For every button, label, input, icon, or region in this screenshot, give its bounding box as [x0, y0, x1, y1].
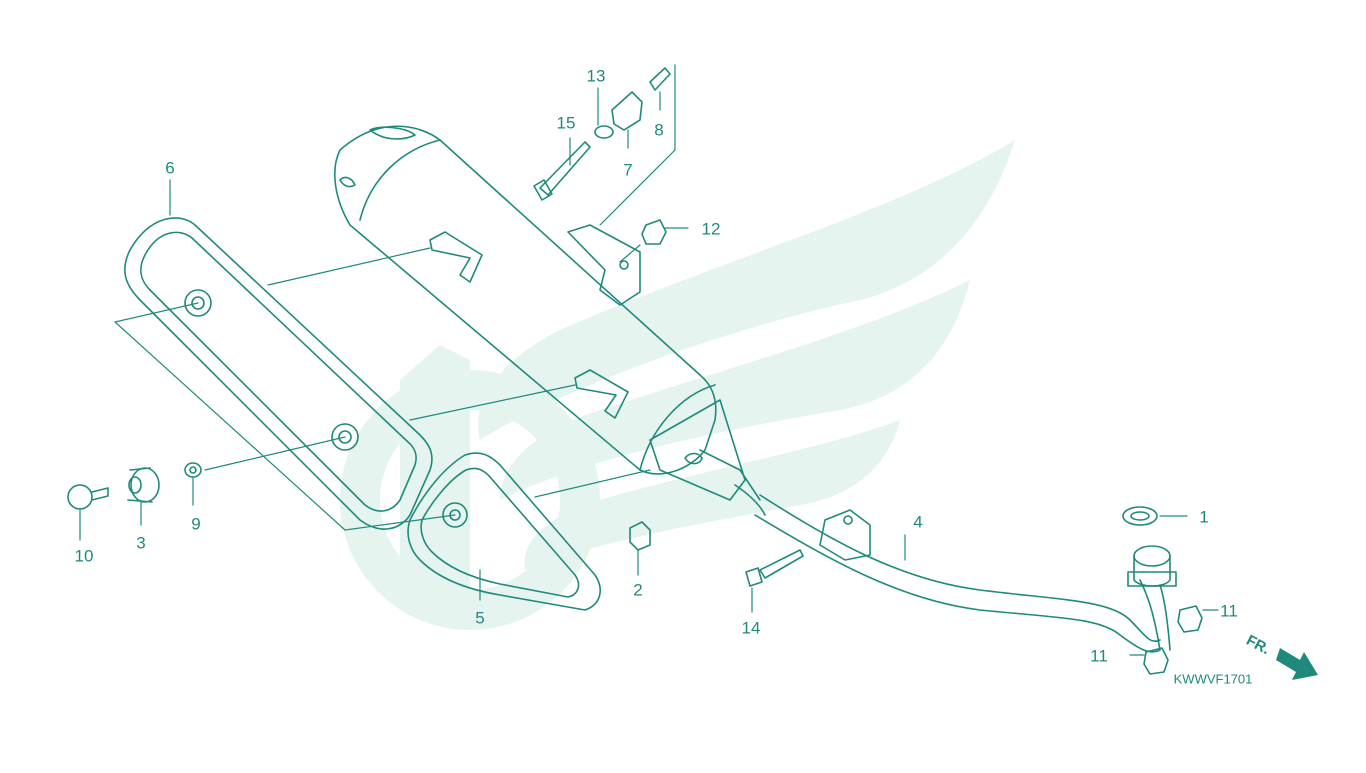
protector-part-5	[407, 452, 601, 611]
diagram-code: KWWVF1701	[1173, 671, 1253, 687]
callout-5[interactable]: 5	[475, 608, 485, 628]
wing-watermark-icon	[340, 140, 1015, 630]
callout-14[interactable]: 14	[741, 618, 761, 638]
callout-2[interactable]: 2	[633, 580, 643, 600]
exhaust-pipe-part-4	[754, 494, 1177, 653]
callout-10[interactable]: 10	[74, 546, 94, 566]
heat-shield-part-6	[124, 217, 433, 530]
callout-9[interactable]: 9	[191, 514, 201, 534]
callout-8[interactable]: 8	[654, 120, 664, 140]
callout-13[interactable]: 13	[586, 66, 606, 86]
muffler-body	[334, 125, 766, 516]
callout-4[interactable]: 4	[913, 512, 923, 532]
callout-1[interactable]: 1	[1199, 507, 1209, 527]
callout-11-lower[interactable]: 11	[1090, 646, 1108, 666]
callout-7[interactable]: 7	[623, 160, 633, 180]
callout-3[interactable]: 3	[136, 533, 146, 553]
callout-11-upper[interactable]: 11	[1220, 601, 1238, 621]
front-direction-arrow-icon	[1276, 648, 1318, 680]
callout-6[interactable]: 6	[165, 158, 175, 178]
leader-lines	[79, 64, 1219, 656]
callout-12[interactable]: 12	[701, 219, 721, 239]
callout-15[interactable]: 15	[556, 113, 576, 133]
